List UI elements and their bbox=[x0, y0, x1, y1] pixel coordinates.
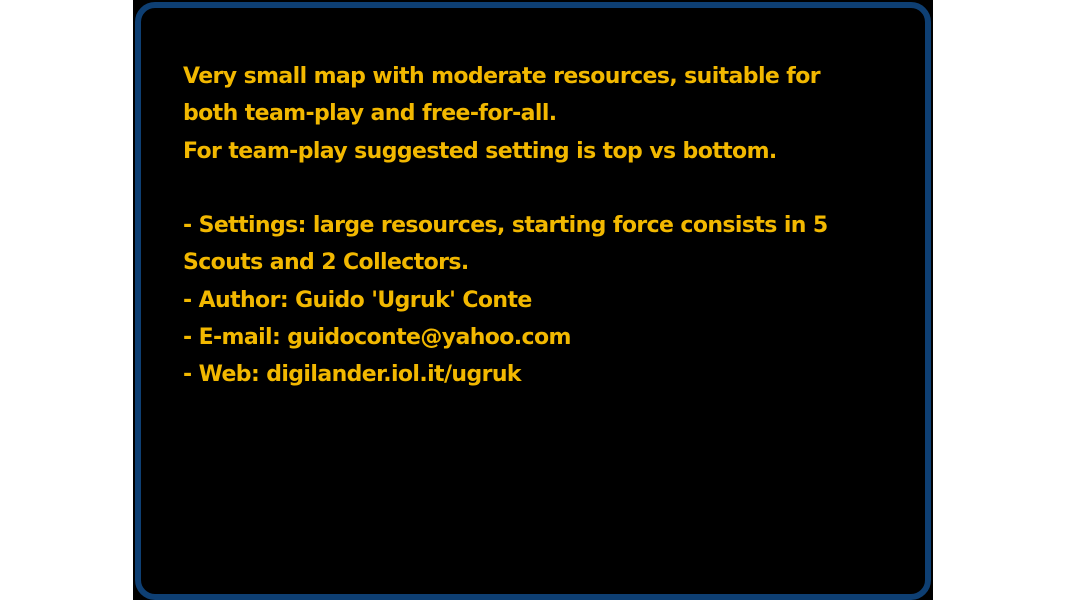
author-line: - Author: Guido 'Ugruk' Conte bbox=[183, 287, 532, 313]
description-line: Very small map with moderate resources, … bbox=[183, 64, 821, 89]
description-line: For team-play suggested setting is top v… bbox=[183, 138, 777, 164]
settings-line-continued: Scouts and 2 Collectors. bbox=[183, 250, 469, 276]
description-line: both team-play and free-for-all. bbox=[183, 101, 557, 127]
map-description-panel: Very small map with moderate resources, … bbox=[135, 2, 931, 600]
blank-line bbox=[183, 170, 883, 207]
web-line: - Web: digilander.iol.it/ugruk bbox=[183, 362, 522, 388]
email-line: - E-mail: guidoconte@yahoo.com bbox=[183, 325, 571, 351]
settings-line: - Settings: large resources, starting fo… bbox=[183, 213, 828, 239]
game-screen: Very small map with moderate resources, … bbox=[133, 0, 933, 600]
map-description-text: Very small map with moderate resources, … bbox=[183, 58, 883, 394]
